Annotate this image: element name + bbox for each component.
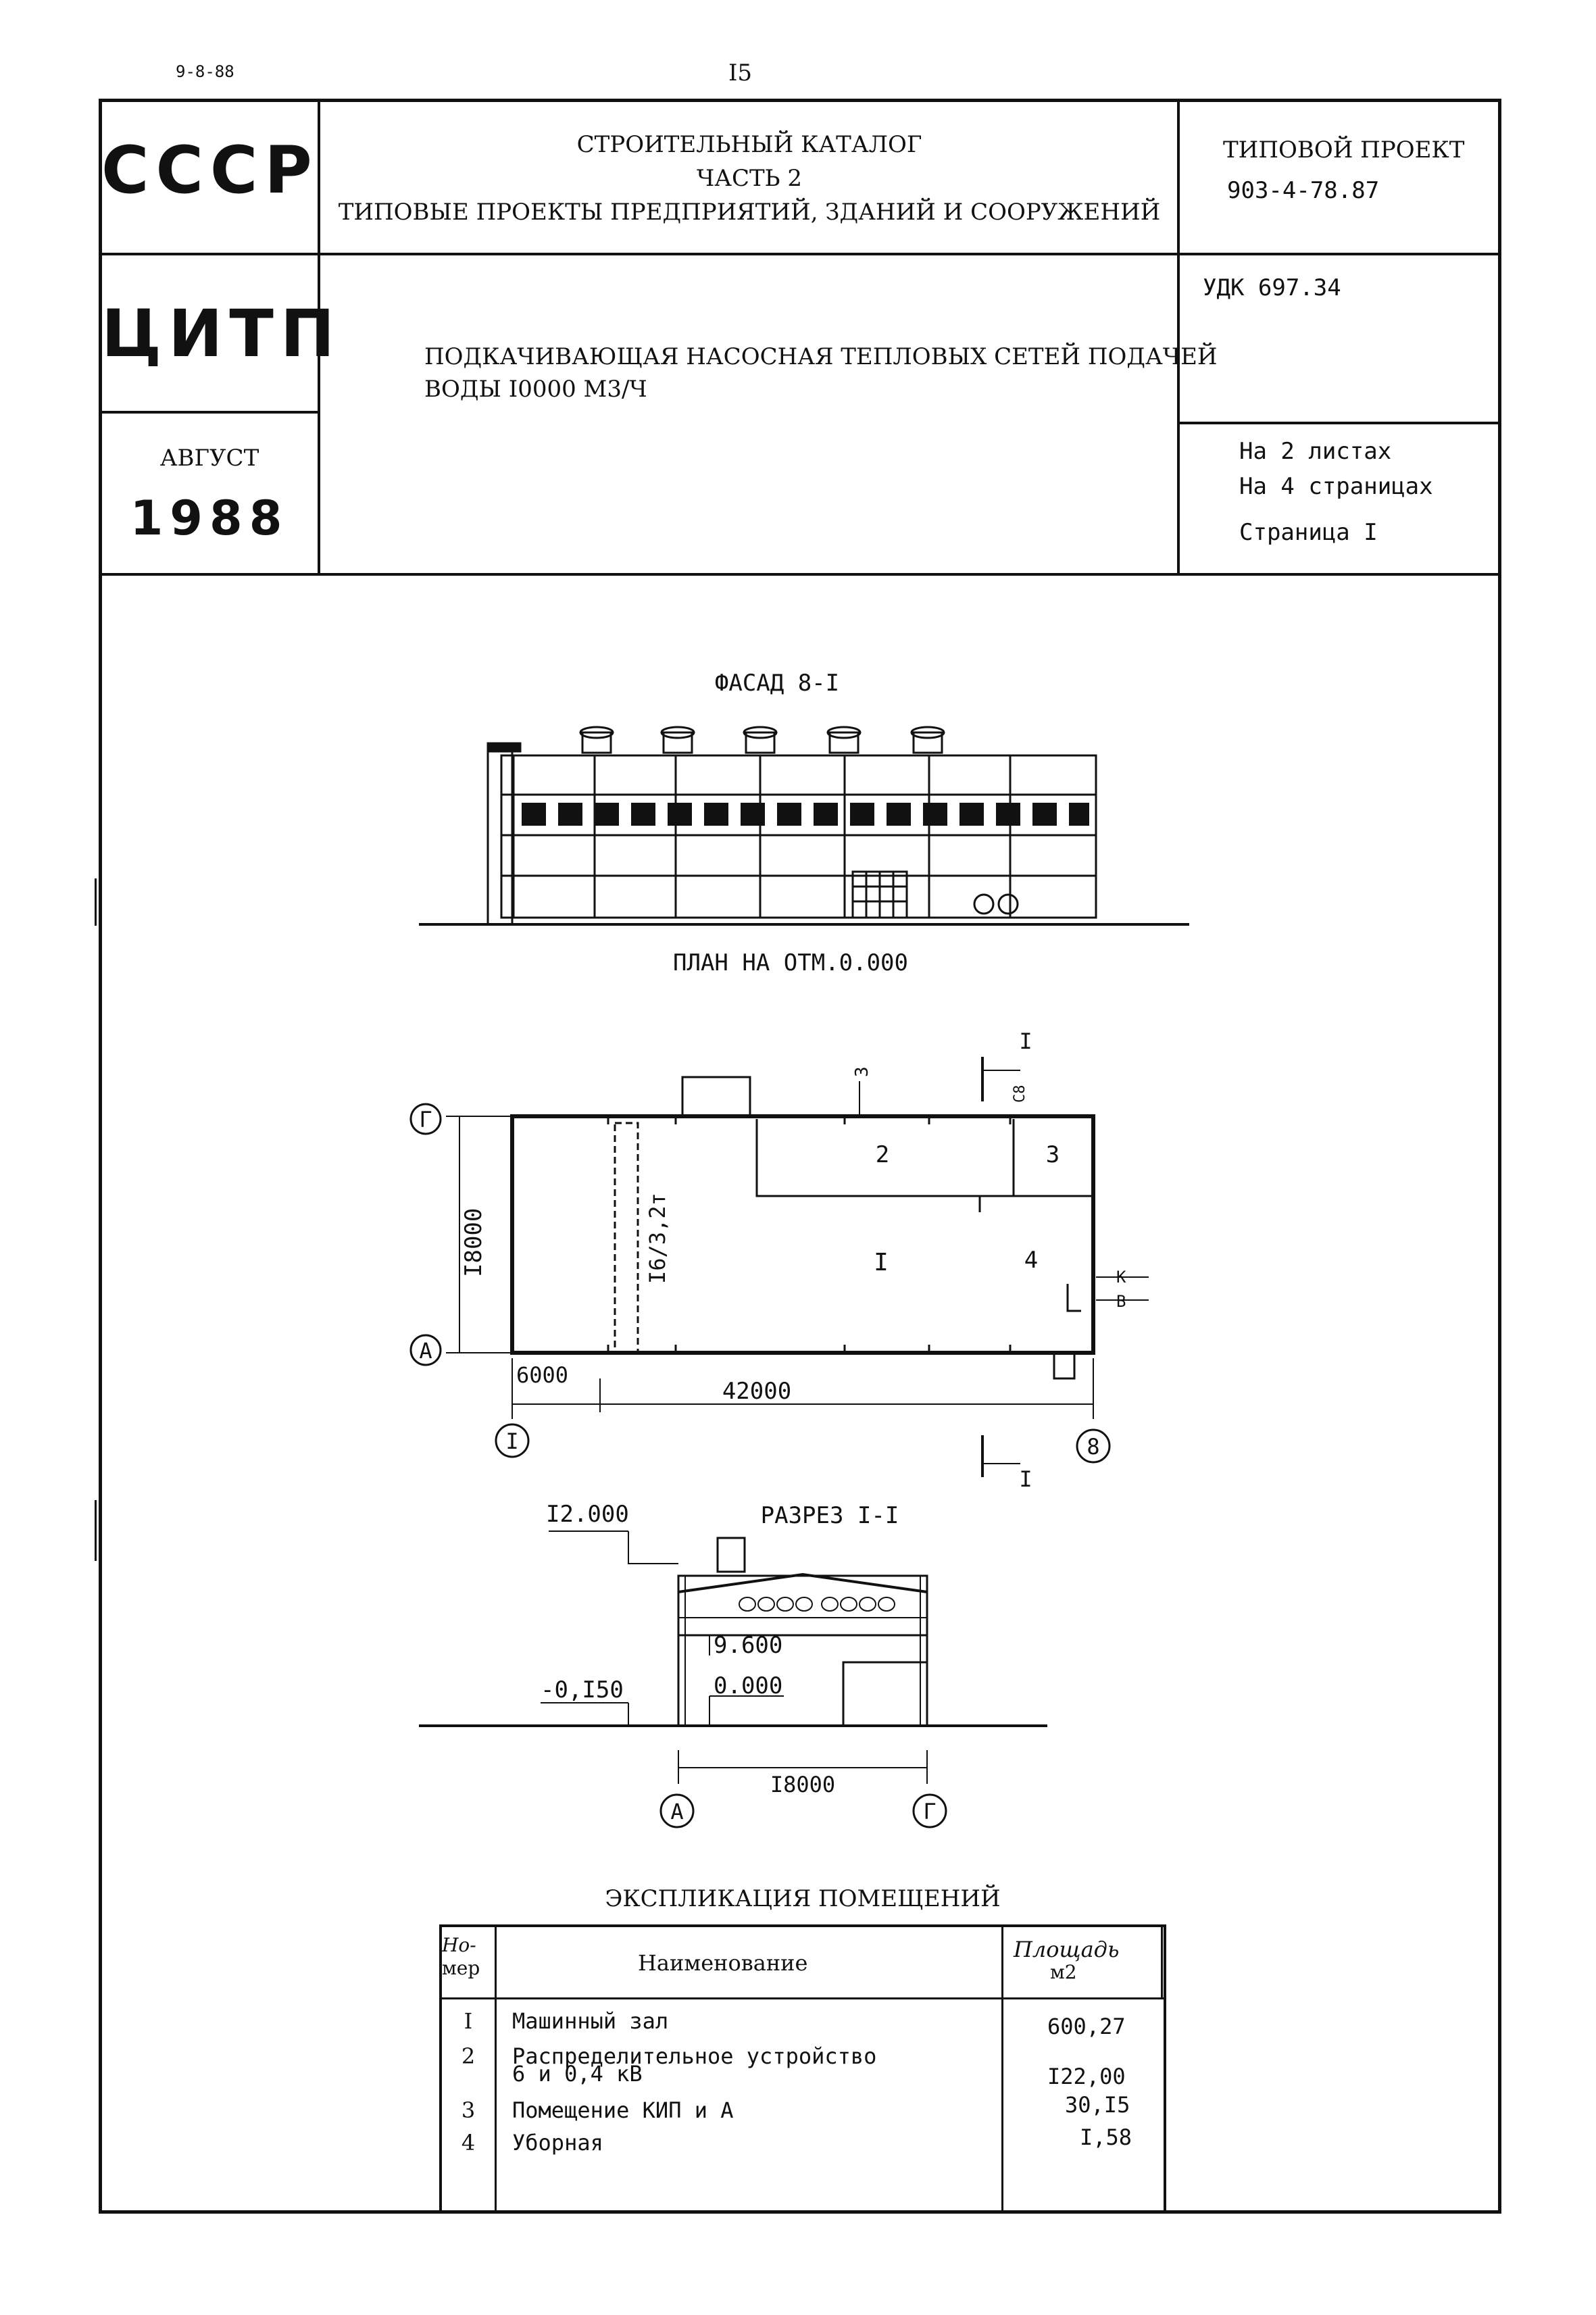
axis-g-label: Г: [419, 1107, 432, 1132]
catalog-line-3: ТИПОВЫЕ ПРОЕКТЫ ПРЕДПРИЯТИЙ, ЗДАНИЙ И СО…: [338, 199, 1161, 226]
page-frame: [99, 99, 1501, 2214]
row-4-area: I,58: [1080, 2124, 1132, 2150]
doc-date: 9-8-88: [176, 62, 234, 81]
room-1-label: I: [874, 1249, 889, 1276]
org-citp: ЦИТП: [101, 296, 342, 372]
org-ussr: СССР: [101, 132, 319, 208]
row-4-num: 4: [461, 2130, 476, 2156]
udk-code: УДК 697.34: [1203, 274, 1341, 301]
section-drawing: [419, 1530, 1047, 1828]
project-label: ТИПОВОЙ ПРОЕКТ: [1223, 136, 1465, 164]
table-col-divider: [495, 1927, 497, 2214]
explication-title: ЭКСПЛИКАЦИЯ ПОМЕЩЕНИЙ: [605, 1885, 1001, 1912]
divider: [99, 253, 1501, 255]
axis-a-label: А: [419, 1338, 432, 1364]
divider: [99, 573, 1501, 576]
mark-k: К: [1116, 1268, 1126, 1287]
sheets-count: На 2 листах: [1239, 438, 1392, 465]
year-label: 1988: [130, 491, 289, 546]
crane-label: I6/3,2т: [645, 1193, 670, 1284]
row-3-name: Помещение КИП и А: [512, 2097, 734, 2123]
cut-mark-bottom: I: [1019, 1466, 1032, 1492]
header-num-line1: Но-: [442, 1934, 476, 1956]
header-num-line2: мер: [442, 1957, 480, 1979]
row-2-area: I22,00: [1047, 2064, 1126, 2089]
explication-table: Но- мер Наименование Площадь м2 I Машинн…: [439, 1924, 1166, 2214]
title-line-2: ВОДЫ I0000 М3/Ч: [424, 376, 647, 403]
project-number: 903-4-78.87: [1227, 177, 1380, 204]
header-area-line2: м2: [1050, 1961, 1077, 1983]
plan-height-dim: I8000: [460, 1208, 487, 1277]
facade-title: ФАСАД 8-I: [715, 670, 839, 697]
row-1-name: Машинный зал: [512, 2008, 669, 2034]
section-axis-g: Г: [923, 1799, 936, 1824]
cut-mark-top: I: [1019, 1028, 1032, 1054]
page-number: I5: [728, 59, 753, 86]
plan-bay-dim: 6000: [516, 1362, 568, 1388]
catalog-line-2: ЧАСТЬ 2: [696, 165, 803, 192]
axis-8-label: 8: [1087, 1434, 1099, 1460]
table-header-divider: [442, 1997, 1164, 1999]
row-3-num: 3: [461, 2097, 476, 2123]
mark-3: 3: [852, 1066, 872, 1077]
row-2-num: 2: [461, 2043, 476, 2069]
plan-drawing: [409, 1057, 1149, 1477]
plan-title: ПЛАН НА ОТМ.0.000: [673, 949, 908, 976]
title-line-1: ПОДКАЧИВАЮЩАЯ НАСОСНАЯ ТЕПЛОВЫХ СЕТЕЙ ПО…: [424, 343, 1218, 370]
divider: [1178, 422, 1501, 424]
room-3-label: 3: [1046, 1141, 1059, 1168]
axis-1-label: I: [505, 1428, 518, 1454]
divider: [1177, 99, 1180, 574]
month-label: АВГУСТ: [159, 445, 259, 472]
catalog-line-1: СТРОИТЕЛЬНЫЙ КАТАЛОГ: [576, 131, 922, 158]
row-1-area: 600,27: [1047, 2014, 1126, 2039]
table-col-divider: [1001, 1927, 1003, 2214]
elevation-top: I2.000: [546, 1501, 629, 1528]
current-page: Страница I: [1239, 519, 1378, 546]
divider: [318, 99, 320, 574]
row-1-num: I: [464, 2008, 473, 2034]
header-name: Наименование: [638, 1950, 808, 1976]
header-area-line1: Площадь: [1014, 1937, 1120, 1962]
section-title: РАЗРЕЗ I-I: [761, 1502, 899, 1529]
facade-drawing: [419, 726, 1189, 926]
section-width-dim: I8000: [770, 1772, 835, 1797]
edge-mark: [95, 1500, 97, 1561]
drawings: ФАСАД 8-I: [409, 670, 1189, 1828]
elevation-ground: -0,I50: [541, 1676, 624, 1703]
mark-v: В: [1116, 1292, 1126, 1311]
row-4-name: Уборная: [512, 2130, 603, 2156]
pages-count: На 4 страницах: [1239, 473, 1433, 500]
row-2-name: Распределительное устройство: [512, 2043, 877, 2069]
plan-length-dim: 42000: [722, 1378, 791, 1405]
divider: [99, 411, 319, 414]
room-2-label: 2: [876, 1141, 889, 1168]
mark-c8: С8: [1012, 1085, 1028, 1103]
elevation-floor: 0.000: [714, 1672, 782, 1699]
section-axis-a: А: [670, 1799, 683, 1824]
room-4-label: 4: [1024, 1247, 1038, 1274]
elevation-beam: 9.600: [714, 1632, 782, 1659]
table-col-divider: [1161, 1927, 1163, 1997]
row-2-name-line2: 6 и 0,4 кВ: [512, 2061, 643, 2087]
row-3-area: 30,I5: [1065, 2092, 1130, 2118]
edge-mark: [95, 878, 97, 926]
